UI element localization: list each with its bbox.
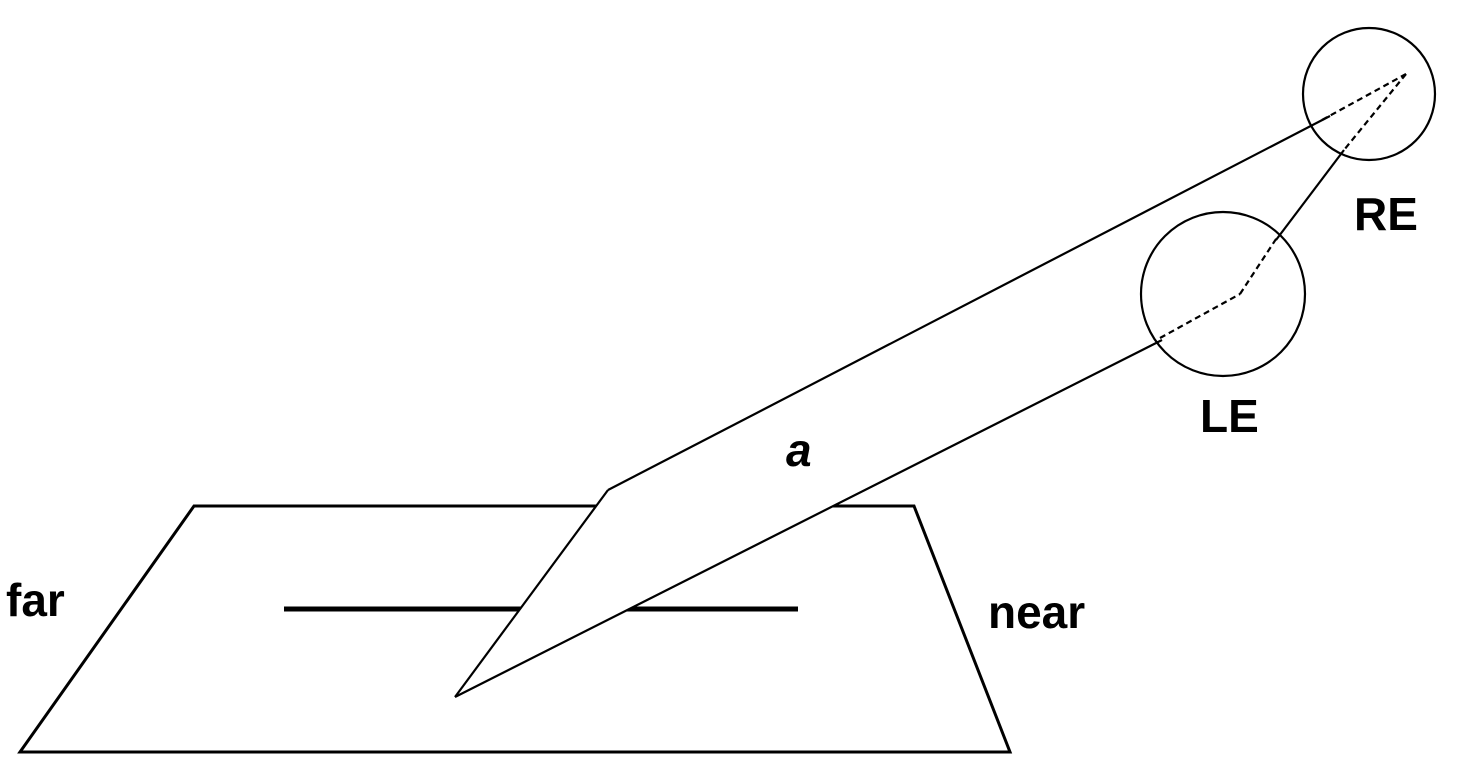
right-eye-circle: [1301, 26, 1437, 162]
label-far: far: [6, 574, 65, 626]
tilted-plane-a: [455, 116, 1330, 697]
left-eye-circle: [1139, 210, 1307, 378]
right-eye-dash-side: [1343, 73, 1407, 151]
label-left-eye: LE: [1200, 390, 1259, 442]
label-plane-a: a: [786, 424, 812, 476]
plane-top-edge: [607, 115, 1331, 491]
right-eye-dash-top: [1321, 73, 1407, 121]
interocular-line: [1275, 149, 1345, 241]
label-near: near: [988, 586, 1085, 638]
plane-front-edge: [454, 489, 609, 698]
left-eye-dash-side: [1239, 235, 1279, 295]
left-eye-dash-bottom: [1159, 293, 1241, 339]
label-right-eye: RE: [1354, 188, 1418, 240]
plane-bottom-edge: [454, 339, 1163, 698]
